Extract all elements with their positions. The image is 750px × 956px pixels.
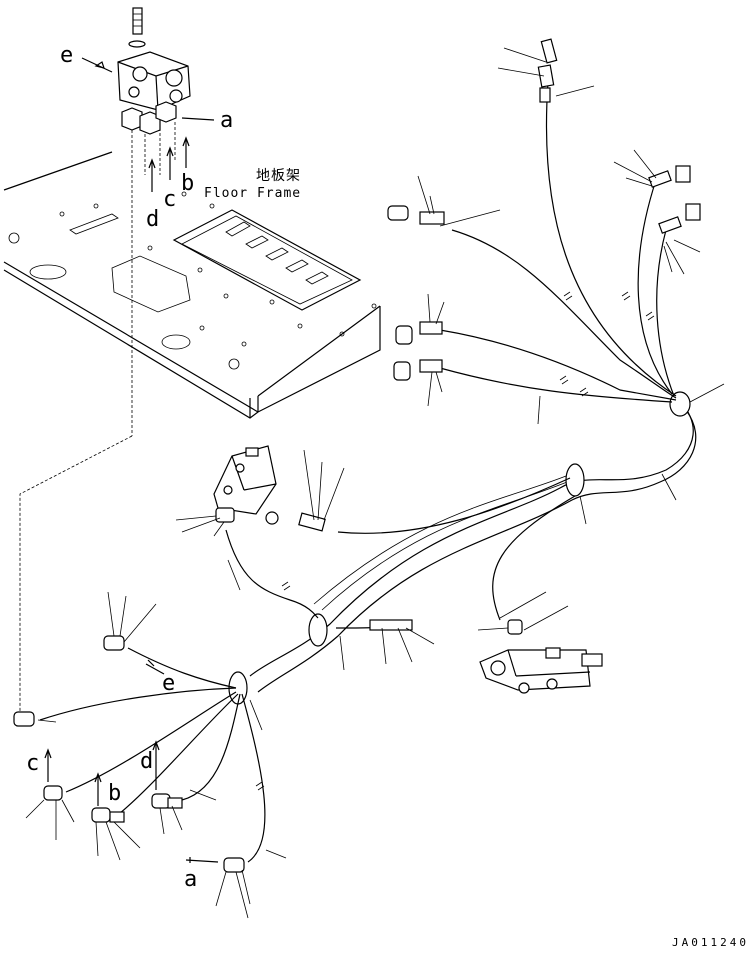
hose-fittings <box>13 38 701 873</box>
floor-frame-label-cn: 地板架 <box>256 168 301 184</box>
callout-a-bottom: a <box>184 867 197 892</box>
callout-b-top: b <box>181 171 194 196</box>
valve-screw-callouts <box>148 136 190 192</box>
pilot-valve-assembly <box>117 7 191 436</box>
callout-b-bottom: b <box>108 781 121 806</box>
lower-screw-callouts <box>44 659 219 863</box>
callout-d-top: d <box>146 207 159 232</box>
floor-frame-label-en: Floor Frame <box>204 186 301 201</box>
callout-e-bottom: e <box>162 671 175 696</box>
callout-a-top: a <box>220 108 233 133</box>
callout-e-top: e <box>60 43 73 68</box>
main-hose-bundle <box>228 391 697 705</box>
callout-d-bottom: d <box>140 749 153 774</box>
callout-c-top: c <box>163 187 176 212</box>
hose-lines <box>39 81 677 863</box>
leader-lines <box>25 47 725 919</box>
floor-frame-plate <box>3 151 381 419</box>
dashed-guide-line <box>19 435 133 712</box>
part-code: JA011240 <box>672 936 749 949</box>
callout-c-bottom: c <box>26 751 39 776</box>
